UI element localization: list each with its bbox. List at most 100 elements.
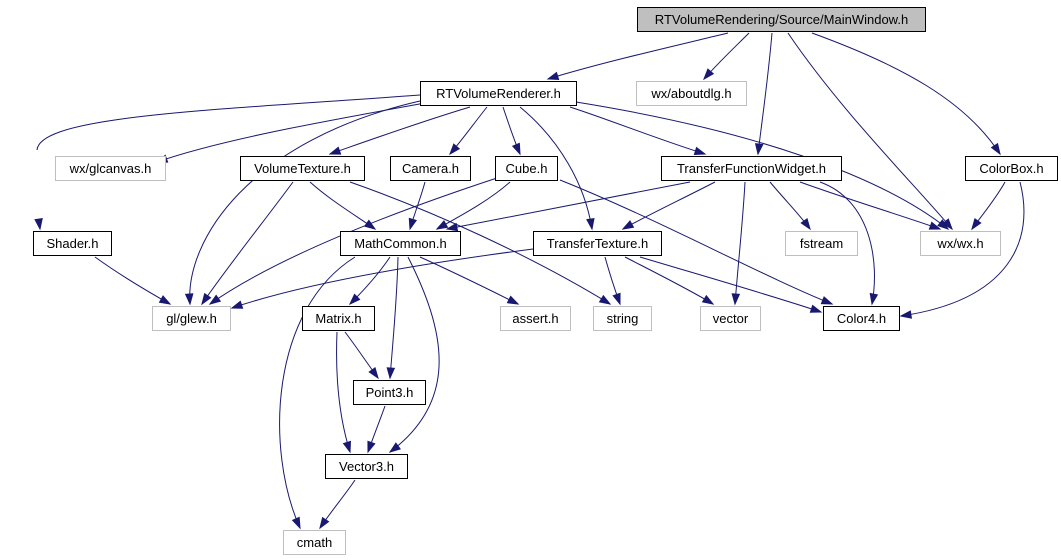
node-glcanvas[interactable]: wx/glcanvas.h xyxy=(55,156,166,181)
node-cmath[interactable]: cmath xyxy=(283,530,346,555)
arrow-head-icon xyxy=(701,294,715,305)
node-shader[interactable]: Shader.h xyxy=(33,231,112,256)
node-tfwidget[interactable]: TransferFunctionWidget.h xyxy=(661,156,842,181)
edge-transfertexture-to-string xyxy=(604,256,621,306)
node-label: Color4.h xyxy=(837,311,886,326)
edge-mathcommon-to-matrix xyxy=(348,256,391,306)
node-box xyxy=(340,231,461,256)
arrow-head-icon xyxy=(800,217,811,231)
node-color4[interactable]: Color4.h xyxy=(823,306,900,331)
edge-volumetexture-to-mathcommon xyxy=(309,181,377,230)
edge-line xyxy=(624,256,714,305)
node-box xyxy=(353,380,426,405)
node-transfertexture[interactable]: TransferTexture.h xyxy=(533,231,662,256)
node-box xyxy=(495,156,558,181)
node-box xyxy=(33,231,112,256)
edges-layer xyxy=(34,32,1025,530)
edge-mathcommon-to-assert xyxy=(419,256,520,305)
edge-transfertexture-to-glew xyxy=(230,248,534,309)
arrow-head-icon xyxy=(319,516,330,530)
node-vector3[interactable]: Vector3.h xyxy=(325,454,408,479)
node-box xyxy=(636,81,747,106)
edge-line xyxy=(757,32,773,155)
arrow-head-icon xyxy=(899,310,913,319)
arrow-head-icon xyxy=(703,68,715,81)
node-mathcommon[interactable]: MathCommon.h xyxy=(340,231,461,256)
node-box xyxy=(785,231,858,256)
edge-line xyxy=(231,248,534,309)
edge-tfwidget-to-wx xyxy=(799,181,942,230)
edge-mainwindow-to-colorbox xyxy=(811,32,1001,156)
node-label: Point3.h xyxy=(366,385,414,400)
node-glew[interactable]: gl/glew.h xyxy=(152,306,231,331)
edge-mainwindow-to-wx xyxy=(787,32,953,231)
arrow-head-icon xyxy=(612,292,621,306)
arrow-head-icon xyxy=(820,296,834,305)
arrow-head-icon xyxy=(367,440,376,454)
node-label: Matrix.h xyxy=(315,311,361,326)
edge-rtvr-to-tfwidget xyxy=(569,106,707,155)
node-box xyxy=(700,306,761,331)
edge-line xyxy=(189,100,421,305)
edge-line xyxy=(569,106,706,155)
node-label: assert.h xyxy=(512,311,558,326)
edge-line xyxy=(309,181,376,230)
edge-line xyxy=(547,32,729,80)
arrow-head-icon xyxy=(328,146,342,155)
node-label: MathCommon.h xyxy=(354,236,446,251)
edge-matrix-to-point3 xyxy=(344,331,379,380)
node-label: TransferFunctionWidget.h xyxy=(677,161,826,176)
edge-line xyxy=(389,256,440,453)
node-wx[interactable]: wx/wx.h xyxy=(920,231,1001,256)
node-label: Vector3.h xyxy=(339,459,394,474)
edge-mainwindow-to-tfwidget xyxy=(754,32,773,156)
node-cube[interactable]: Cube.h xyxy=(495,156,558,181)
node-camera[interactable]: Camera.h xyxy=(390,156,471,181)
node-box xyxy=(240,156,365,181)
node-matrix[interactable]: Matrix.h xyxy=(302,306,375,331)
arrow-head-icon xyxy=(754,143,764,156)
node-box xyxy=(390,156,471,181)
edge-tfwidget-to-mathcommon xyxy=(445,181,691,232)
node-box xyxy=(823,306,900,331)
arrow-head-icon xyxy=(435,220,449,230)
node-label: string xyxy=(607,311,639,326)
arrow-head-icon xyxy=(445,222,459,232)
arrow-head-icon xyxy=(368,366,379,380)
node-label: wx/wx.h xyxy=(936,236,983,251)
node-string[interactable]: string xyxy=(593,306,652,331)
edge-tfwidget-to-fstream xyxy=(769,181,811,231)
arrow-head-icon xyxy=(990,142,1001,156)
node-box xyxy=(420,81,577,106)
arrow-head-icon xyxy=(34,218,43,231)
edge-rtvr-to-glew xyxy=(184,100,421,306)
arrow-head-icon xyxy=(506,295,520,305)
node-fstream[interactable]: fstream xyxy=(785,231,858,256)
edge-rtvr-to-camera xyxy=(449,106,488,156)
arrow-head-icon xyxy=(621,220,635,230)
node-aboutdlg[interactable]: wx/aboutdlg.h xyxy=(636,81,747,106)
edge-rtvr-to-cube xyxy=(502,106,521,156)
node-label: vector xyxy=(713,311,749,326)
edge-camera-to-mathcommon xyxy=(408,181,426,231)
edge-volumetexture-to-glew xyxy=(201,181,294,306)
edge-mathcommon-to-point3 xyxy=(386,256,399,380)
node-colorbox[interactable]: ColorBox.h xyxy=(965,156,1058,181)
node-assert[interactable]: assert.h xyxy=(500,306,571,331)
node-vector[interactable]: vector xyxy=(700,306,761,331)
node-point3[interactable]: Point3.h xyxy=(353,380,426,405)
edge-line xyxy=(734,181,746,305)
node-rtvr[interactable]: RTVolumeRenderer.h xyxy=(420,81,577,106)
arrow-head-icon xyxy=(971,217,982,231)
nodes-layer: RTVolumeRendering/Source/MainWindow.hRTV… xyxy=(33,7,1058,555)
arrow-head-icon xyxy=(386,367,396,380)
edge-line xyxy=(329,106,471,155)
node-box xyxy=(325,454,408,479)
arrow-head-icon xyxy=(363,219,377,230)
arrow-head-icon xyxy=(928,221,942,230)
edge-rtvr-to-shader xyxy=(34,94,421,231)
node-mainwindow[interactable]: RTVolumeRendering/Source/MainWindow.h xyxy=(637,7,926,32)
edge-line xyxy=(349,181,611,305)
node-volumetexture[interactable]: VolumeTexture.h xyxy=(240,156,365,181)
